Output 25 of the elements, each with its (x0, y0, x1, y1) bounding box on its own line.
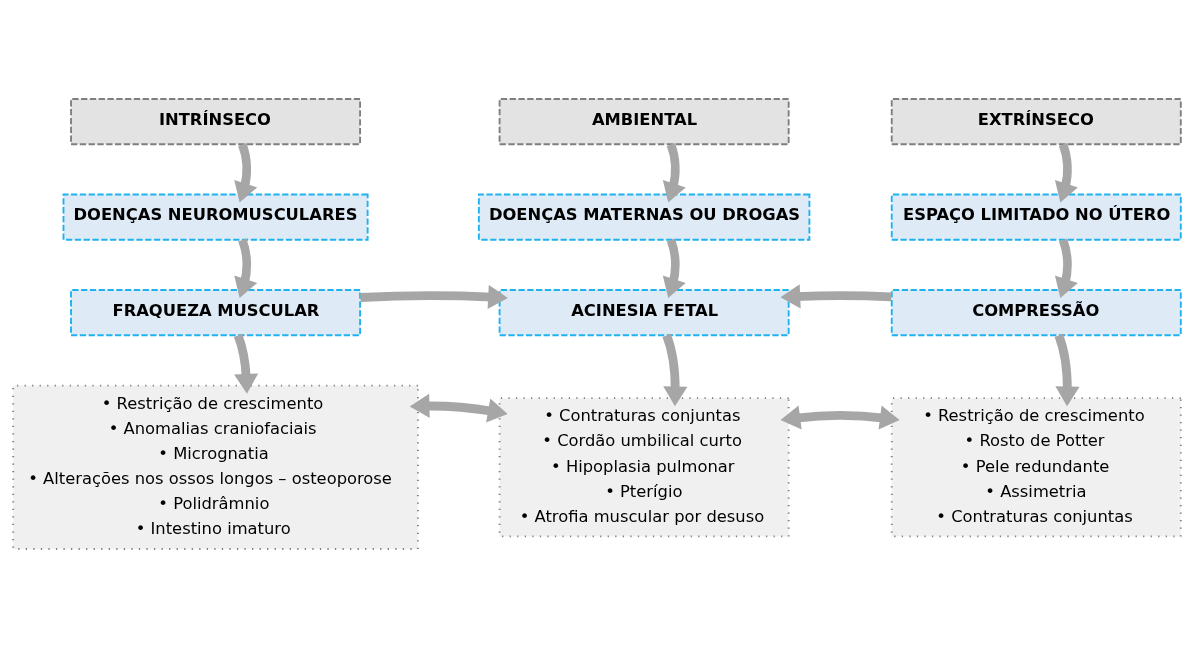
node-box: ESPAÇO LIMITADO NO ÚTERO (890, 193, 1182, 241)
node-box: • Contraturas conjuntas • Cordão umbilical curto • Hipoplasia pulmonar • Pterígio • Atrofia muscular por desuso (498, 397, 790, 538)
node-box: FRAQUEZA MUSCULAR (70, 289, 362, 337)
node-box: AMBIENTAL (498, 98, 790, 146)
arrow (780, 284, 892, 309)
arrow (360, 284, 508, 309)
node-box: DOENÇAS NEUROMUSCULARES (62, 193, 369, 241)
arrow (662, 238, 686, 298)
arrow (234, 238, 258, 298)
arrow (1054, 238, 1078, 298)
arrow (1054, 333, 1080, 407)
arrow (234, 143, 258, 203)
node-box: EXTRÍNSECO (890, 98, 1182, 146)
node-box: COMPRESSÃO (890, 289, 1182, 337)
node-box: INTRÍNSECO (70, 98, 362, 146)
node-box: DOENÇAS MATERNAS OU DROGAS (477, 193, 811, 241)
node-box: • Restrição de crescimento • Rosto de Potter • Pele redundante • Assimetria • Contraturas conjuntas (890, 397, 1182, 538)
arrow (662, 333, 688, 407)
arrow (1054, 143, 1078, 203)
arrow (662, 143, 686, 203)
arrow (409, 393, 508, 423)
node-box: ACINESIA FETAL (498, 289, 790, 337)
arrow (780, 405, 900, 430)
arrow (233, 333, 259, 394)
node-box: • Restrição de crescimento • Anomalias craniofaciais • Micrognatia • Alterações nos ossos longos – osteoporose • Polidrâmnio • Intestino imaturo (12, 384, 419, 550)
